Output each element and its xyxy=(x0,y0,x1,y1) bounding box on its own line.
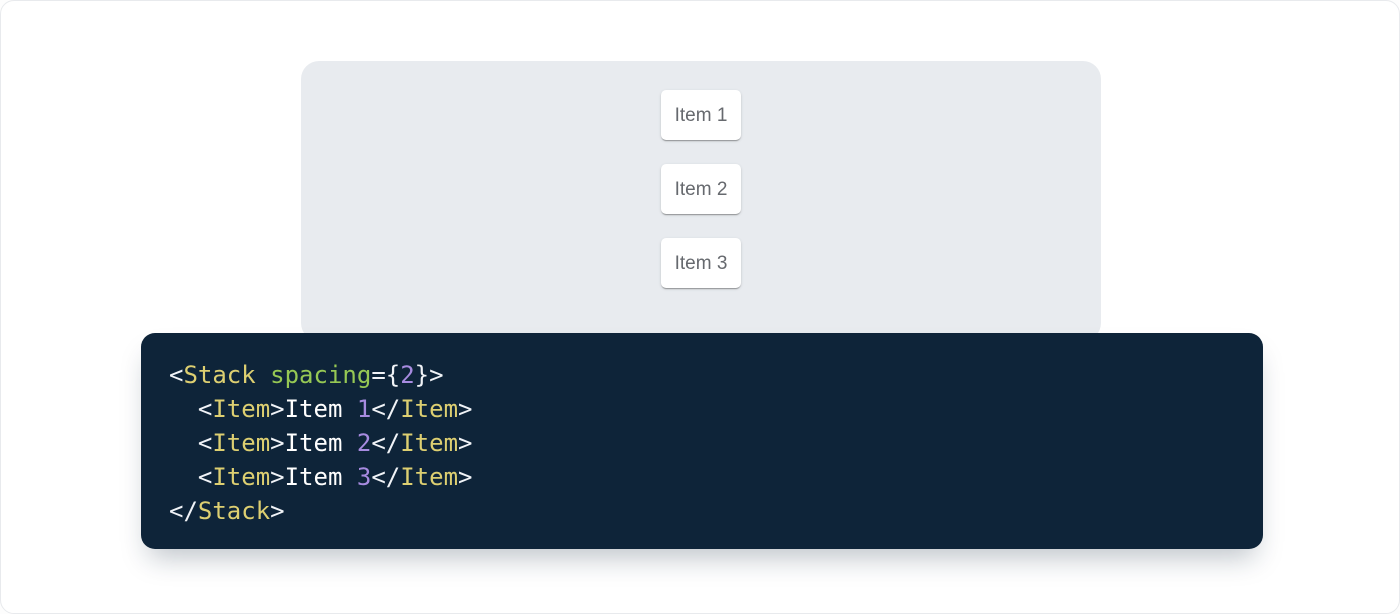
stack-item-card: Item 3 xyxy=(661,238,741,288)
code-token-plain xyxy=(169,429,198,457)
code-token-num: 1 xyxy=(356,395,372,423)
code-token-punct: > xyxy=(270,395,285,423)
code-token-punct: </ xyxy=(169,497,198,525)
code-line: <Item>Item 3</Item> xyxy=(169,460,1235,494)
code-line: <Item>Item 2</Item> xyxy=(169,426,1235,460)
code-token-punct: </ xyxy=(371,429,401,457)
code-token-punct: </ xyxy=(371,463,401,491)
code-token-tag: Item xyxy=(212,463,271,491)
code-token-punct: > xyxy=(270,497,285,525)
code-token-plain: Item xyxy=(284,463,357,491)
stack-item-label: Item 1 xyxy=(674,104,728,126)
stack-item-card: Item 2 xyxy=(661,164,741,214)
stack-item-label: Item 3 xyxy=(674,252,728,274)
code-token-punct: > xyxy=(458,395,473,423)
code-token-punct: > xyxy=(458,463,473,491)
stack-item-label: Item 2 xyxy=(674,178,728,200)
code-token-punct: < xyxy=(197,429,213,457)
code-token-punct: }> xyxy=(414,361,444,389)
code-token-punct: > xyxy=(458,429,473,457)
code-token-num: 3 xyxy=(356,463,372,491)
code-token-punct: < xyxy=(197,395,213,423)
code-token-punct: ={ xyxy=(371,361,401,389)
code-token-plain: Item xyxy=(284,395,357,423)
code-token-plain xyxy=(169,463,198,491)
code-token-tag: Item xyxy=(212,395,271,423)
code-token-attr: spacing xyxy=(270,361,372,389)
code-token-tag: Item xyxy=(400,463,459,491)
code-token-plain: Item xyxy=(284,429,357,457)
code-token-num: 2 xyxy=(356,429,372,457)
code-line: </Stack> xyxy=(169,494,1235,528)
code-token-plain xyxy=(169,395,198,423)
stack-demo-panel: Item 1 Item 2 Item 3 xyxy=(301,61,1101,341)
code-token-tag: Stack xyxy=(183,361,256,389)
code-token-plain xyxy=(256,361,270,389)
code-line: <Item>Item 1</Item> xyxy=(169,392,1235,426)
code-token-punct: > xyxy=(270,463,285,491)
code-token-punct: > xyxy=(270,429,285,457)
code-token-tag: Item xyxy=(400,429,459,457)
code-token-tag: Item xyxy=(400,395,459,423)
code-token-punct: < xyxy=(197,463,213,491)
code-token-tag: Stack xyxy=(197,497,271,525)
code-token-punct: < xyxy=(169,361,184,389)
code-token-num: 2 xyxy=(400,361,415,389)
code-snippet-block: <Stack spacing={2}> <Item>Item 1</Item> … xyxy=(141,333,1263,549)
stack-item-card: Item 1 xyxy=(661,90,741,140)
code-token-punct: </ xyxy=(371,395,401,423)
stack-container: Item 1 Item 2 Item 3 xyxy=(301,61,1101,288)
code-token-tag: Item xyxy=(212,429,271,457)
code-line: <Stack spacing={2}> xyxy=(169,358,1235,392)
